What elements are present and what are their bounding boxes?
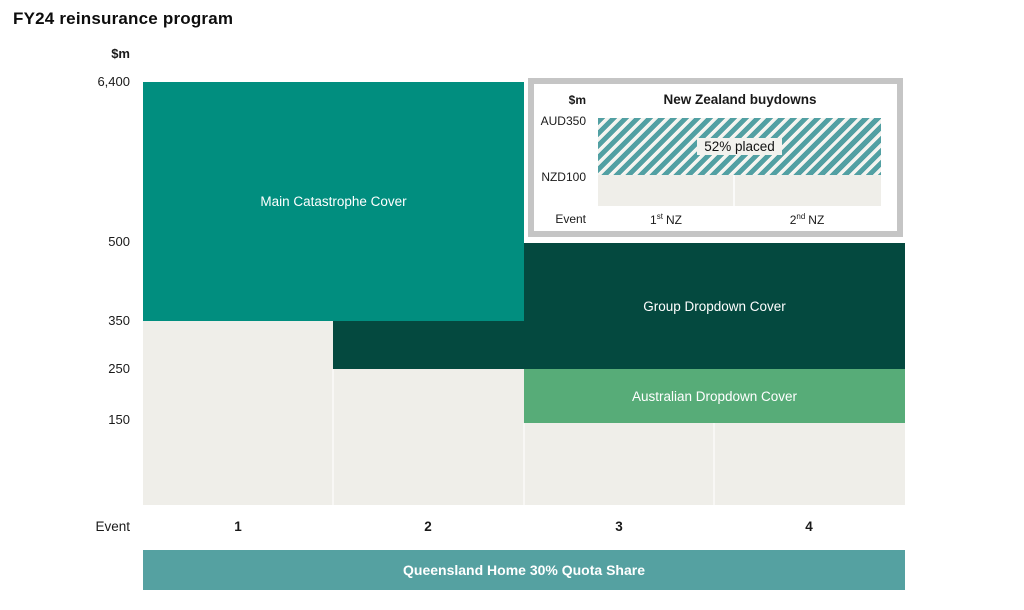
inset-column-divider bbox=[733, 175, 735, 206]
x-tick-event-3: 3 bbox=[615, 519, 623, 534]
nz-buydowns-inset: $m New Zealand buydowns AUD350 NZD100 52… bbox=[528, 78, 903, 237]
main-catastrophe-cover-label: Main Catastrophe Cover bbox=[260, 194, 407, 209]
main-catastrophe-cover-block: Main Catastrophe Cover bbox=[143, 82, 524, 321]
y-axis-unit-label: $m bbox=[111, 46, 130, 61]
inset-y-tick-aud350: AUD350 bbox=[540, 114, 586, 128]
inset-title: New Zealand buydowns bbox=[663, 92, 817, 107]
y-tick-6400: 6,400 bbox=[97, 74, 130, 89]
queensland-quota-share-label: Queensland Home 30% Quota Share bbox=[403, 562, 645, 578]
australian-dropdown-cover-block: Australian Dropdown Cover bbox=[524, 369, 905, 423]
event-column-divider bbox=[523, 423, 525, 505]
x-tick-event-2: 2 bbox=[424, 519, 432, 534]
page-title: FY24 reinsurance program bbox=[13, 9, 234, 28]
placed-percentage-label: 52% placed bbox=[697, 138, 782, 155]
group-dropdown-cover-label: Group Dropdown Cover bbox=[643, 298, 786, 314]
inset-x-axis-label: Event bbox=[555, 212, 586, 226]
group-dropdown-cover-block: Group Dropdown Cover bbox=[524, 243, 905, 369]
x-axis-label: Event bbox=[95, 519, 130, 534]
y-tick-250: 250 bbox=[108, 361, 130, 376]
y-tick-350: 350 bbox=[108, 313, 130, 328]
nz-buydown-hatched-bar: 52% placed bbox=[598, 118, 881, 175]
y-tick-500: 500 bbox=[108, 234, 130, 249]
group-dropdown-event2-block bbox=[333, 321, 524, 369]
x-tick-event-1: 1 bbox=[234, 519, 242, 534]
queensland-quota-share-bar: Queensland Home 30% Quota Share bbox=[143, 550, 905, 590]
y-tick-150: 150 bbox=[108, 412, 130, 427]
inset-plot-background bbox=[598, 175, 881, 206]
event-column-divider bbox=[713, 423, 715, 505]
inset-y-tick-nzd100: NZD100 bbox=[541, 170, 586, 184]
x-tick-event-4: 4 bbox=[805, 519, 813, 534]
event-column-divider bbox=[332, 369, 334, 505]
australian-dropdown-cover-label: Australian Dropdown Cover bbox=[631, 388, 798, 404]
inset-y-axis-unit-label: $m bbox=[568, 93, 586, 107]
